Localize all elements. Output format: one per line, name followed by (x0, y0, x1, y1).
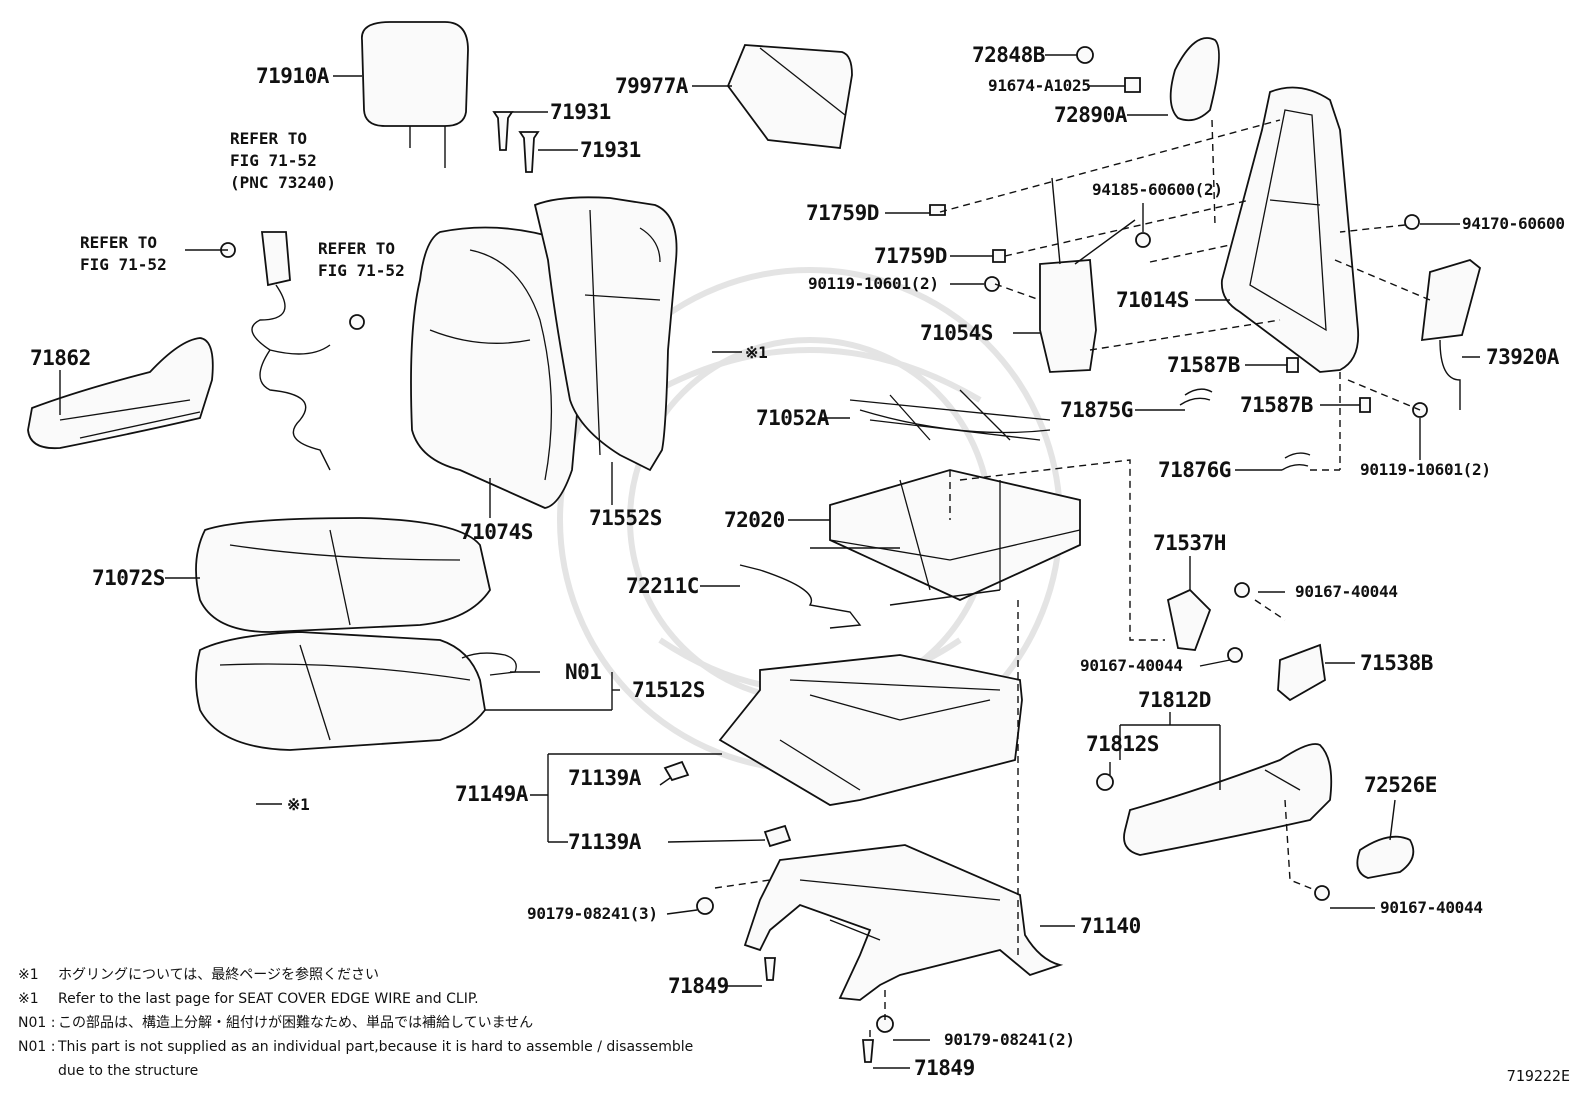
reference-note-left: REFER TO FIG 71-52 (80, 233, 167, 274)
reference-note-mid: REFER TO FIG 71-52 (318, 239, 405, 280)
label-71140: 71140 (1080, 914, 1141, 938)
label-71849-a: 71849 (668, 974, 729, 998)
label-71014S: 71014S (1116, 288, 1189, 312)
label-90167-40044-a: 90167-40044 (1295, 582, 1398, 601)
label-71512S: 71512S (632, 678, 705, 702)
riser-71140 (743, 844, 1064, 1001)
adjuster-72020 (810, 469, 1081, 606)
clip-71139A-a (663, 760, 690, 782)
spring-71052A (849, 389, 1051, 441)
frame-71149A (718, 654, 1023, 806)
label-71149A: 71149A (455, 782, 528, 806)
footnote-n01-jp: N01 :この部品は、構造上分解・組付けが困難なため、単品では補給していません (18, 1016, 533, 1030)
label-71139A-a: 71139A (568, 766, 641, 790)
footnote-key: N01 : (18, 1015, 56, 1031)
clip-71139A-b (763, 824, 792, 848)
assembly-lines (714, 119, 1431, 1042)
clip-N01 (461, 652, 517, 676)
label-71139A-b: 71139A (568, 830, 641, 854)
footnote-text: Refer to the last page for SEAT COVER ED… (58, 991, 479, 1007)
reference-note-pnc: REFER TO FIG 71-52 (PNC 73240) (230, 129, 336, 192)
lumbar-71054S (1039, 177, 1136, 373)
label-71849-b: 71849 (914, 1056, 975, 1080)
label-ring-2: ※1 (287, 795, 310, 814)
label-71552S: 71552S (589, 506, 662, 530)
label-71759D-a: 71759D (806, 201, 879, 225)
label-71910A: 71910A (256, 64, 329, 88)
clip-71875G (1179, 388, 1213, 406)
pad-79977A (726, 44, 853, 149)
label-71875G: 71875G (1060, 398, 1133, 422)
cushion-cover-71072S (195, 517, 491, 633)
label-71072S: 71072S (92, 566, 165, 590)
label-71759D-b: 71759D (874, 244, 947, 268)
label-94170-60600: 94170-60600 (1462, 214, 1565, 233)
footnote-text: ホグリングについては、最終ページを参照ください (58, 967, 380, 983)
label-71587B-b: 71587B (1240, 393, 1313, 417)
label-90119-10601-a: 90119-10601(2) (808, 274, 939, 293)
label-71931-b: 71931 (580, 138, 641, 162)
label-72890A: 72890A (1054, 103, 1127, 127)
bracket-71537H (1166, 588, 1212, 651)
footnote-1-jp: ※1 ホグリングについては、最終ページを参照ください (18, 968, 379, 982)
label-71876G: 71876G (1158, 458, 1231, 482)
label-71054S: 71054S (920, 321, 993, 345)
footnote-key: N01 : (18, 1039, 56, 1055)
airbag-73920A (1420, 259, 1482, 410)
label-79977A: 79977A (615, 74, 688, 98)
bracket-71538B (1277, 643, 1326, 702)
footnote-key: ※1 (18, 967, 39, 983)
label-90179-08241-b: 90179-08241(2) (944, 1030, 1075, 1049)
label-90167-40044-c: 90167-40044 (1380, 898, 1483, 917)
seatback-frame-71014S (1220, 86, 1360, 373)
label-71812D: 71812D (1138, 688, 1211, 712)
bolts-71931 (492, 111, 540, 173)
label-71862: 71862 (30, 346, 91, 370)
label-90167-40044-b: 90167-40044 (1080, 656, 1183, 675)
knob-72526E (1356, 835, 1415, 879)
leader-lines (59, 54, 1480, 1069)
footnote-1-en: ※1 Refer to the last page for SEAT COVER … (18, 992, 479, 1006)
label-71537H: 71537H (1153, 531, 1226, 555)
figure-code: 719222E (1506, 1067, 1570, 1085)
footnote-n01-en: N01 :This part is not supplied as an ind… (18, 1040, 693, 1054)
label-71587B-a: 71587B (1167, 353, 1240, 377)
label-73920A: 73920A (1486, 345, 1559, 369)
label-72020: 72020 (724, 508, 785, 532)
label-N01: N01 (565, 660, 602, 684)
label-71052A: 71052A (756, 406, 829, 430)
label-90119-10601-b: 90119-10601(2) (1360, 460, 1491, 479)
label-72211C: 72211C (626, 574, 699, 598)
fasteners (696, 204, 1428, 1063)
footnote-n01-en-cont: due to the structure (18, 1064, 198, 1078)
seatback-pad-71552S (533, 196, 678, 472)
label-71074S: 71074S (460, 520, 533, 544)
label-94185-60600: 94185-60600(2) (1092, 180, 1223, 199)
wire-harness (220, 231, 365, 471)
headrest-71910A (361, 21, 469, 168)
footnote-text: due to the structure (58, 1063, 199, 1079)
shield-71862 (27, 337, 214, 450)
footnote-key: ※1 (18, 991, 39, 1007)
label-90179-08241-a: 90179-08241(3) (527, 904, 658, 923)
label-91674-A1025: 91674-A1025 (988, 76, 1091, 95)
clip-71876G (1281, 452, 1311, 471)
label-71812S: 71812S (1086, 732, 1159, 756)
label-ring-1: ※1 (745, 343, 768, 362)
footnote-text: This part is not supplied as an individu… (58, 1039, 694, 1055)
label-72526E: 72526E (1364, 773, 1437, 797)
trim-71812D (1123, 743, 1333, 856)
label-71538B: 71538B (1360, 651, 1433, 675)
footnote-text: この部品は、構造上分解・組付けが困難なため、単品では補給していません (58, 1015, 534, 1031)
label-72848B: 72848B (972, 43, 1045, 67)
label-71931-a: 71931 (550, 100, 611, 124)
cap-72890A (1076, 37, 1220, 122)
rod-72211C (739, 564, 862, 629)
cushion-pad-71512S (195, 631, 486, 751)
